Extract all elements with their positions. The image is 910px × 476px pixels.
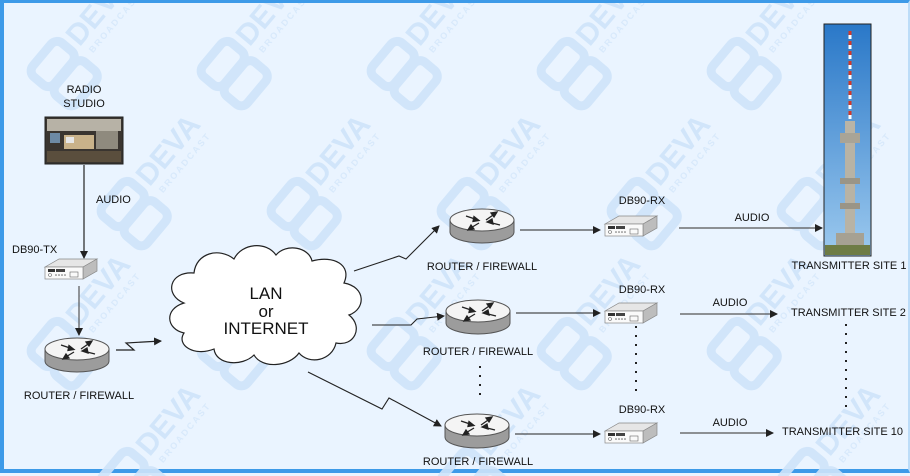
transmitter-site10-label: TRANSMITTER SITE 10 [782, 426, 903, 438]
radio-studio-image [44, 116, 124, 165]
transmitter-site1-label: TRANSMITTER SITE 1 [792, 260, 907, 272]
router-site1-label: ROUTER / FIREWALL [427, 261, 537, 273]
audio-label-site2: AUDIO [713, 297, 748, 309]
router-site2-icon [445, 299, 511, 335]
diagram-canvas: DEVA BROADCAST [12, 3, 910, 476]
studio-label-line2: STUDIO [63, 98, 105, 110]
router-site10-label: ROUTER / FIREWALL [423, 456, 533, 468]
wan-link-site2 [372, 312, 445, 326]
cloud-text-line3: INTERNET [224, 319, 309, 338]
decoder-site1-label: DB90-RX [619, 195, 666, 207]
source-router-label: ROUTER / FIREWALL [24, 390, 134, 402]
router-site1-icon [449, 208, 515, 244]
router-site2-label: ROUTER / FIREWALL [423, 346, 533, 358]
wan-link-site1 [353, 225, 440, 272]
source-router-wan-link [116, 337, 162, 351]
transmitter-site2-label: TRANSMITTER SITE 2 [791, 307, 906, 319]
source-router-icon [44, 337, 110, 373]
encoder-label: DB90-TX [12, 244, 58, 256]
db90-rx-site10-icon [604, 422, 658, 444]
router-site10-icon [444, 413, 510, 449]
transmitter-tower-image [823, 23, 872, 257]
cloud-text-line2: or [258, 302, 273, 321]
audio-label-tx: AUDIO [96, 194, 131, 206]
audio-label-site1: AUDIO [735, 212, 770, 224]
audio-label-site10: AUDIO [713, 417, 748, 429]
wan-link-site10 [307, 371, 442, 427]
decoder-site10-label: DB90-RX [619, 404, 666, 416]
decoder-site2-label: DB90-RX [619, 284, 666, 296]
studio-label-line1: RADIO [67, 84, 102, 96]
cloud-text-line1: LAN [249, 284, 282, 303]
lan-internet-cloud [169, 245, 362, 366]
